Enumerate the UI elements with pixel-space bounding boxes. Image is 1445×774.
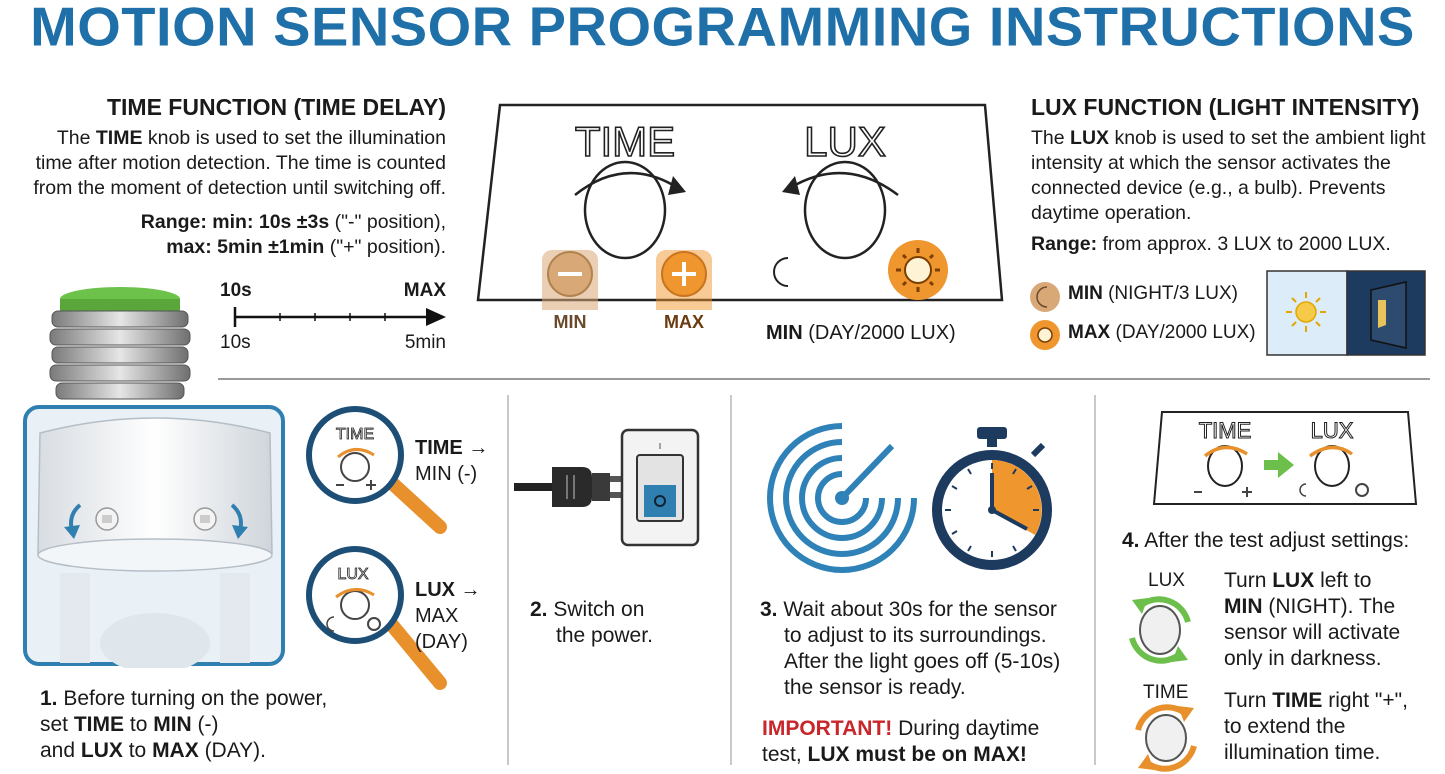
time-instruction: Turn TIME right "+", to extend the illum… — [1224, 689, 1408, 764]
step4-heading: 4. After the test adjust settings: — [1122, 529, 1410, 552]
time-function-heading: TIME FUNCTION (TIME DELAY) — [106, 94, 446, 120]
moon-icon — [773, 257, 789, 287]
sensor-knob-panel: TIME LUX — [476, 103, 1004, 310]
lux-knob — [803, 160, 887, 260]
radar-icon — [767, 423, 917, 573]
svg-text:LUX: LUX — [337, 566, 368, 583]
scale-bottom-right: 5min — [404, 332, 446, 353]
lux-min-label: MIN (NIGHT/3 LUX) — [1068, 283, 1238, 304]
time-scale: 10s MAX 10s 5min — [220, 280, 450, 360]
lux-function-heading: LUX FUNCTION (LIGHT INTENSITY) — [1031, 94, 1420, 120]
lux-to-max-label: LUX → MAX (DAY) — [415, 579, 481, 653]
svg-text:TIME: TIME — [336, 426, 374, 443]
stopwatch-icon — [932, 427, 1052, 570]
step1-text: 1. Before turning on the power, set TIME… — [40, 687, 328, 762]
svg-text:TIME: TIME — [1199, 418, 1252, 443]
scale-top-left: 10s — [220, 280, 252, 301]
scale-bottom-left: 10s — [220, 332, 251, 353]
green-arrow-icon — [1278, 452, 1294, 478]
min-tag: MIN — [553, 312, 587, 332]
column-divider-1 — [507, 395, 509, 765]
time-knob — [583, 160, 667, 260]
column-divider-3 — [1094, 395, 1096, 765]
lux-instruction: Turn LUX left to MIN (NIGHT). The sensor… — [1224, 569, 1401, 670]
time-range: Range: min: 10s ±3s ("-" position), max:… — [140, 211, 446, 258]
important-note: IMPORTANT! During daytime test, LUX must… — [762, 717, 1040, 766]
step3-text: 3. Wait about 30s for the sensor to adju… — [760, 598, 1061, 699]
svg-text:LUX: LUX — [1311, 418, 1354, 443]
max-tag: MAX — [664, 312, 704, 332]
plug-and-switch — [514, 428, 700, 547]
step2-text: 2. Switch on the power. — [530, 598, 653, 647]
time-to-min-label: TIME → MIN (-) — [415, 437, 489, 485]
mini-knob-panel: TIME LUX — [1152, 411, 1418, 505]
sensor-socket-illustration — [23, 287, 285, 668]
day-night-illustration — [1266, 270, 1426, 356]
time-scale-arrow — [233, 307, 446, 327]
column-divider-2 — [730, 395, 732, 765]
magnifier-lux: LUX — [306, 546, 447, 690]
min-moon-icon — [1030, 282, 1060, 312]
panel-time-label: TIME — [575, 118, 675, 165]
lux-turn-left-icon — [1129, 596, 1191, 664]
time-turn-right-icon — [1135, 704, 1197, 772]
max-sun-icon — [1030, 320, 1060, 350]
lux-icon-label: LUX — [1148, 570, 1185, 591]
scale-top-right: MAX — [403, 280, 446, 301]
time-icon-label: TIME — [1143, 682, 1189, 703]
sun-icon — [1295, 301, 1317, 323]
time-function-description: The TIME knob is used to set the illumin… — [33, 127, 446, 199]
panel-caption: MIN (DAY/2000 LUX) — [766, 322, 956, 344]
page-title: MOTION SENSOR PROGRAMMING INSTRUCTIONS — [30, 0, 1415, 58]
lux-max-label: MAX (DAY/2000 LUX) — [1068, 322, 1256, 343]
lux-function-description: The LUX knob is used to set the ambient … — [1031, 127, 1426, 224]
panel-lux-label: LUX — [804, 118, 886, 165]
plug-icon — [552, 467, 592, 507]
section-divider — [218, 378, 1430, 380]
magnifier-time: TIME — [306, 406, 447, 534]
lux-range: Range: from approx. 3 LUX to 2000 LUX. — [1031, 233, 1391, 255]
